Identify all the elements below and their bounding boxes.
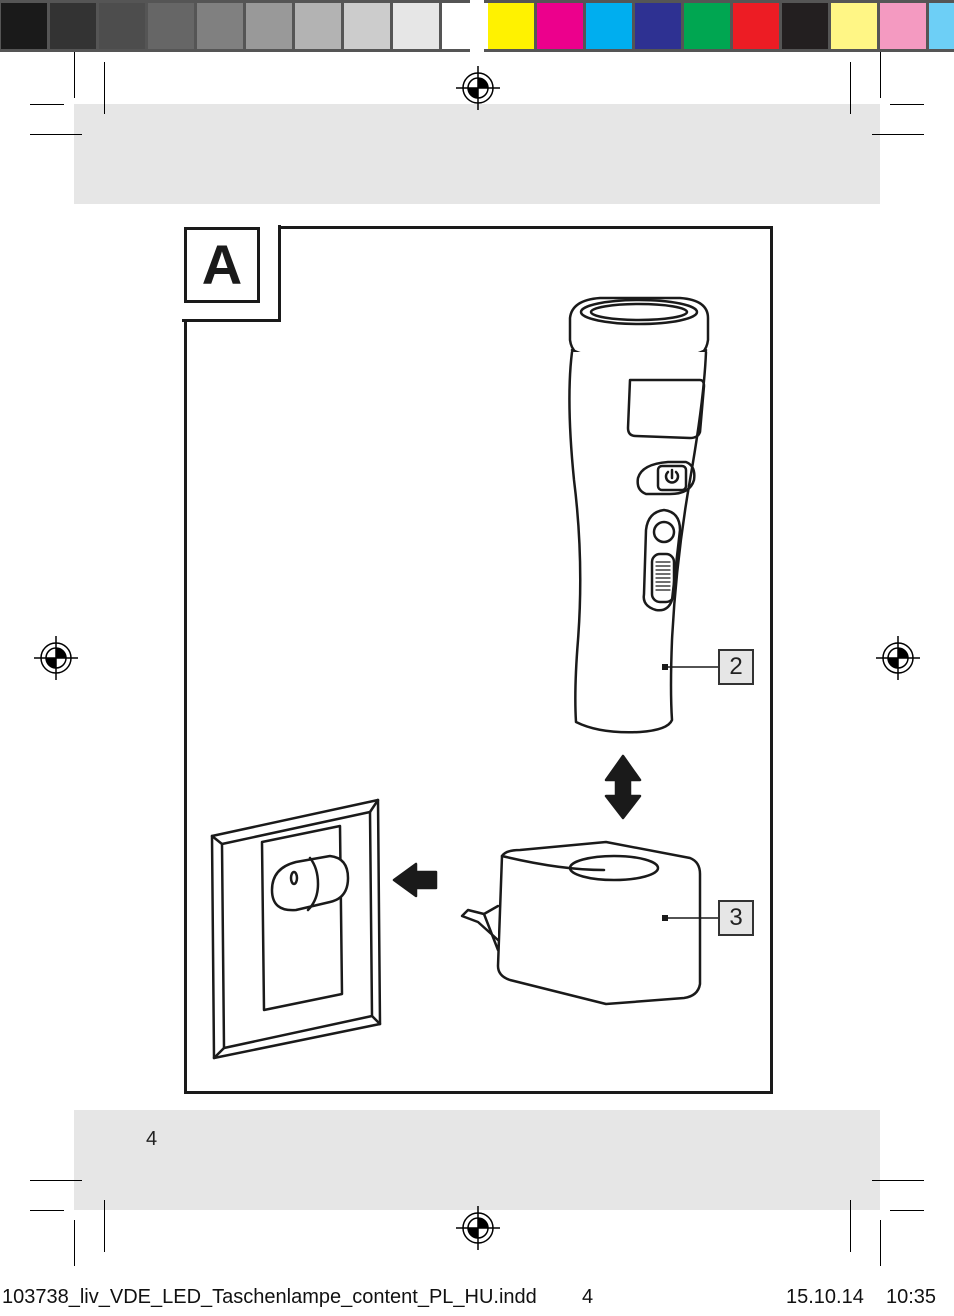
color-swatch [880,3,926,49]
page-number: 4 [146,1128,158,1150]
wall-socket-icon [210,798,382,1060]
callout-2: 2 [718,649,754,685]
color-swatch [488,3,534,49]
footer-date: 15.10.14 [786,1286,864,1308]
registration-mark-right [876,636,920,680]
color-swatch [586,3,632,49]
crop-mark [850,62,851,114]
crop-mark [30,1210,64,1211]
left-arrow-icon [392,862,438,898]
footer-page: 4 [582,1286,594,1308]
figure-frame [184,226,773,1094]
crop-mark [872,134,924,135]
crop-mark [880,1220,881,1266]
crop-mark [880,52,881,98]
charging-base-icon [460,840,702,1006]
crop-mark [30,1180,82,1181]
crop-mark [74,1220,75,1266]
color-swatch [684,3,730,49]
gray-swatch [1,3,47,49]
crop-mark [890,104,924,105]
crop-mark [104,62,105,114]
gray-swatch [50,3,96,49]
gray-swatch [295,3,341,49]
crop-mark [850,1200,851,1252]
gray-swatch [344,3,390,49]
crop-mark [890,1210,924,1211]
footer-filename: 103738_liv_VDE_LED_Taschenlampe_content_… [2,1286,537,1308]
gray-swatch [246,3,292,49]
figure-label: A [184,227,260,303]
gray-swatch [99,3,145,49]
crop-mark [30,134,82,135]
color-calibration-bar [0,0,954,52]
color-swatch [635,3,681,49]
callout-3: 3 [718,900,754,936]
registration-mark-top [456,66,500,110]
color-swatch [831,3,877,49]
crop-mark [104,1200,105,1252]
registration-mark-left [34,636,78,680]
crop-mark [872,1180,924,1181]
color-swatch [782,3,828,49]
gray-swatch [148,3,194,49]
header-gray-band [74,104,880,204]
color-swatch [537,3,583,49]
gray-swatch [197,3,243,49]
crop-mark [74,52,75,98]
flashlight-icon [568,296,710,734]
color-swatch [733,3,779,49]
footer-gray-band [74,1110,880,1210]
color-swatch [929,3,954,49]
up-down-arrow-icon [604,754,642,820]
footer-time: 10:35 [886,1286,937,1308]
gray-swatch [393,3,439,49]
registration-mark-bottom [456,1206,500,1250]
gray-swatch [442,3,488,49]
crop-mark [30,104,64,105]
